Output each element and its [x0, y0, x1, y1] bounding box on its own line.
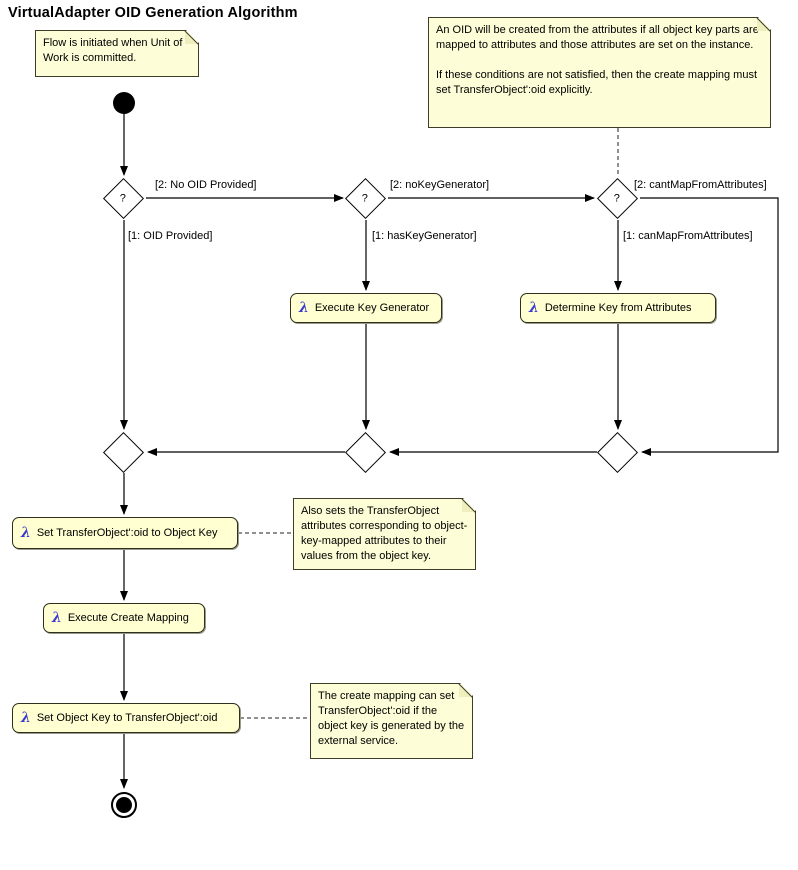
guard-no-key-generator: [2: noKeyGenerator] [390, 179, 490, 191]
decision-key-generator: ? [344, 177, 387, 220]
note-oid-from-attributes: An OID will be created from the attribut… [428, 17, 771, 128]
decision-oid-provided: ? [102, 177, 145, 220]
decision-map-from-attributes: ? [596, 177, 639, 220]
final-node-dot [116, 797, 132, 813]
merge-node-middle [344, 431, 387, 474]
final-node [111, 792, 137, 818]
action-determine-key-from-attributes: λ Determine Key from Attributes [520, 293, 716, 323]
action-label: Execute Key Generator [314, 302, 430, 314]
merge-node-left [102, 431, 145, 474]
lambda-icon: λ [21, 525, 31, 541]
lambda-icon: λ [52, 610, 62, 626]
action-execute-key-generator: λ Execute Key Generator [290, 293, 442, 323]
decision-question-mark: ? [362, 192, 369, 205]
decision-question-mark: ? [614, 192, 621, 205]
guard-cant-map-from-attributes: [2: cantMapFromAttributes] [634, 179, 767, 191]
merge-node-right [596, 431, 639, 474]
guard-can-map-from-attributes: [1: canMapFromAttributes] [623, 230, 753, 242]
note-also-sets-text: Also sets the TransferObject attributes … [301, 505, 468, 562]
action-set-object-key-to-oid: λ Set Object Key to TransferObject':oid [12, 703, 240, 733]
note-create-mapping: The create mapping can set TransferObjec… [310, 683, 473, 759]
note-also-sets: Also sets the TransferObject attributes … [293, 498, 476, 570]
guard-has-key-generator: [1: hasKeyGenerator] [372, 230, 477, 242]
note-oid-from-attributes-para2: If these conditions are not satisfied, t… [436, 69, 758, 96]
action-set-oid-to-object-key: λ Set TransferObject':oid to Object Key [12, 517, 238, 549]
lambda-icon: λ [529, 300, 539, 316]
guard-no-oid-provided: [2: No OID Provided] [155, 179, 257, 191]
action-execute-create-mapping: λ Execute Create Mapping [43, 603, 205, 633]
decision-question-mark: ? [120, 192, 127, 205]
action-label: Set TransferObject':oid to Object Key [36, 527, 218, 539]
lambda-icon: λ [21, 710, 31, 726]
action-label: Execute Create Mapping [67, 612, 189, 624]
page-title: VirtualAdapter OID Generation Algorithm [8, 5, 298, 21]
action-label: Determine Key from Attributes [544, 302, 692, 314]
action-label: Set Object Key to TransferObject':oid [36, 712, 218, 724]
guard-oid-provided: [1: OID Provided] [128, 230, 213, 242]
note-flow-initiated-text: Flow is initiated when Unit of Work is c… [43, 37, 183, 64]
initial-node [113, 92, 135, 114]
note-create-mapping-text: The create mapping can set TransferObjec… [318, 690, 465, 747]
note-flow-initiated: Flow is initiated when Unit of Work is c… [35, 30, 199, 77]
note-oid-from-attributes-para1: An OID will be created from the attribut… [436, 24, 759, 51]
lambda-icon: λ [299, 300, 309, 316]
